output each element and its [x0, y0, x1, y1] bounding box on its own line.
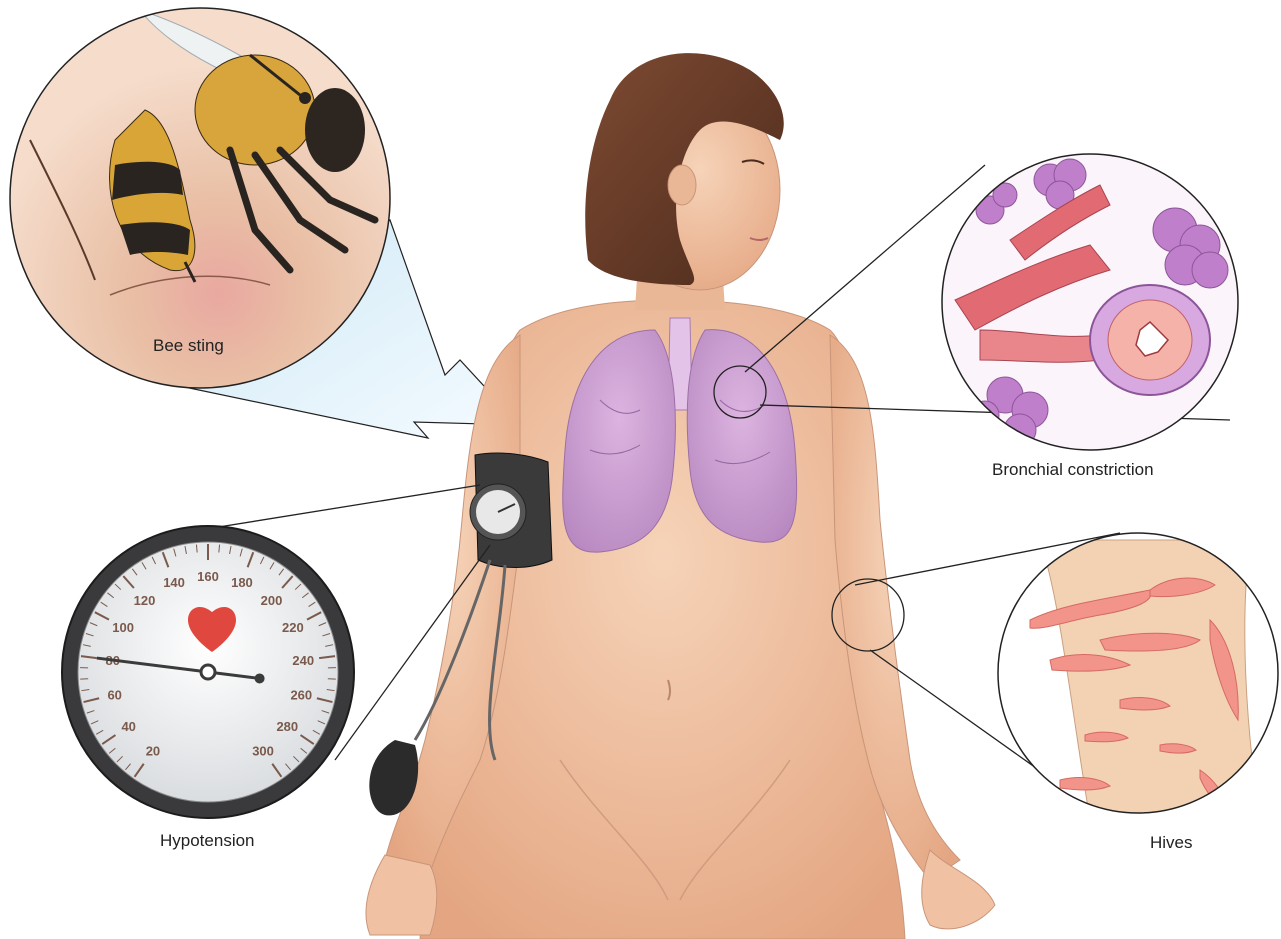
- hives-label: Hives: [1150, 833, 1193, 853]
- bee-sting-label: Bee sting: [153, 336, 224, 356]
- gauge-scale-label: 220: [282, 620, 304, 635]
- gauge-scale-label: 140: [163, 575, 185, 590]
- gauge-scale-label: 160: [197, 569, 219, 584]
- bronchial-constriction-label: Bronchial constriction: [992, 460, 1154, 480]
- gauge-scale-label: 240: [292, 653, 314, 668]
- gauge-scale-label: 300: [252, 744, 274, 759]
- gauge-scale-label: 20: [146, 744, 160, 759]
- bee-head: [305, 88, 365, 172]
- gauge-scale-label: 60: [107, 688, 121, 703]
- gauge-scale-label: 200: [261, 593, 283, 608]
- hypotension-label: Hypotension: [160, 831, 255, 851]
- gauge-scale-label: 260: [290, 688, 312, 703]
- gauge-scale-label: 280: [276, 719, 298, 734]
- bronchial-magnifier: [942, 154, 1238, 450]
- gauge-scale-label: 100: [112, 620, 134, 635]
- bee-sting-magnifier: [10, 8, 390, 388]
- bee-thorax: [195, 55, 315, 165]
- woman-head: [585, 53, 784, 290]
- pressure-gauge: 2040608010012014016018020022024026028030…: [62, 526, 354, 818]
- hives-magnifier: [998, 533, 1278, 820]
- gauge-scale-label: 120: [134, 593, 156, 608]
- gauge-scale-label: 40: [121, 719, 135, 734]
- gauge-scale-label: 180: [231, 575, 253, 590]
